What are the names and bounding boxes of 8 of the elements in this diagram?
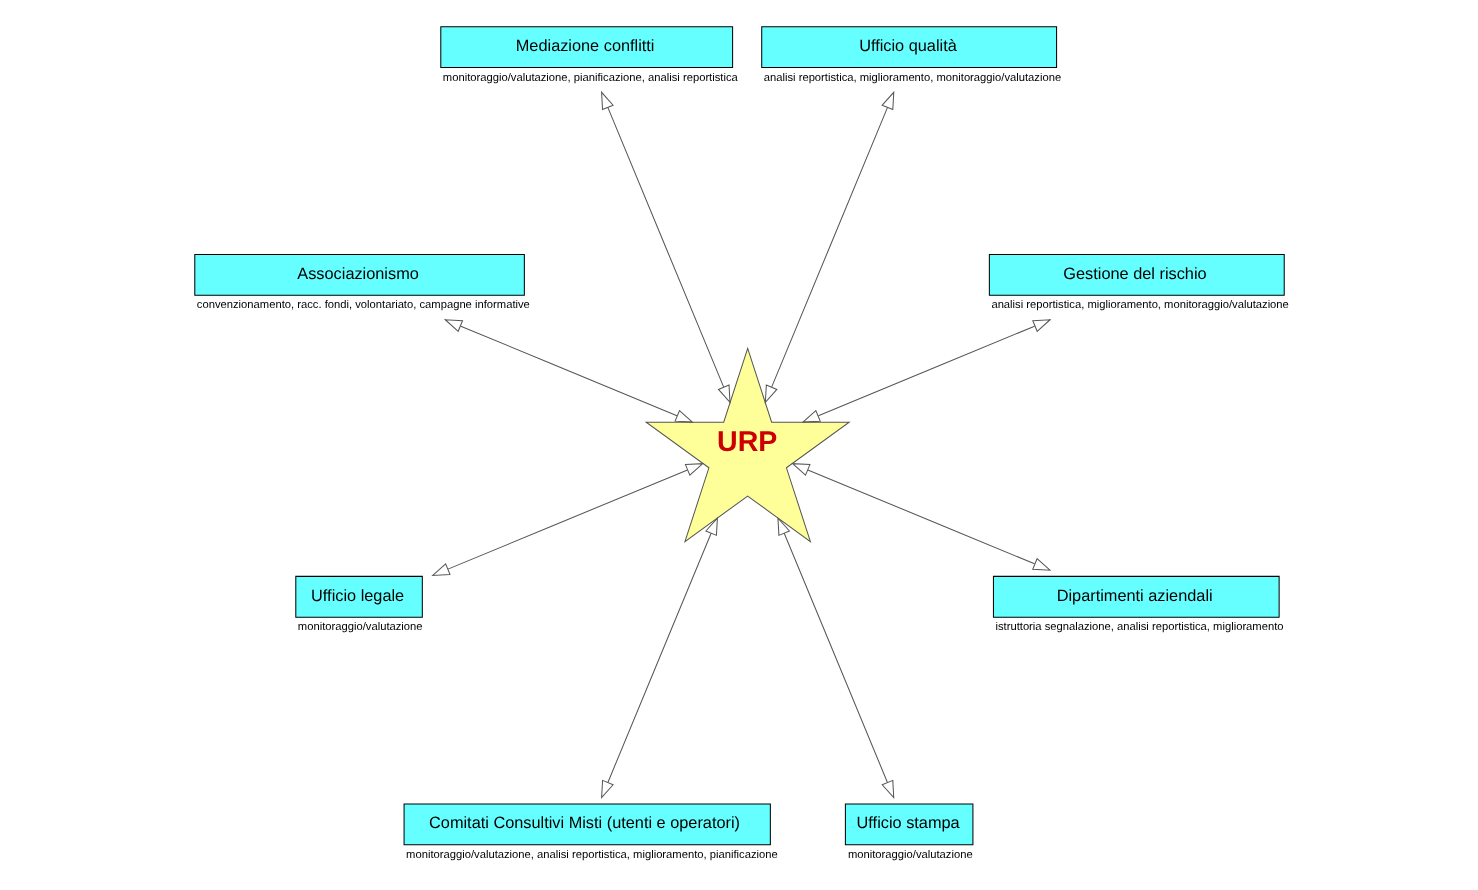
arrow bbox=[801, 319, 1052, 423]
arrow bbox=[601, 90, 731, 404]
arrow bbox=[601, 516, 718, 800]
arrow bbox=[764, 90, 895, 404]
arrow bbox=[443, 319, 694, 423]
arrow bbox=[431, 463, 705, 577]
arrow bbox=[791, 463, 1052, 571]
arrow bbox=[777, 516, 895, 800]
